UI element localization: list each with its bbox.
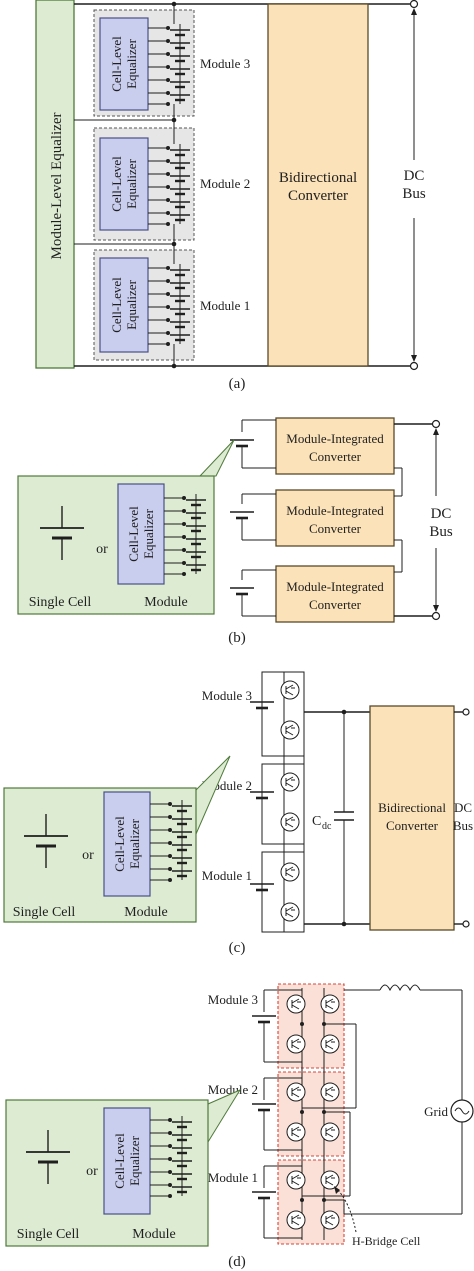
svg-text:Equalizer: Equalizer <box>141 508 156 558</box>
svg-text:Converter: Converter <box>309 449 362 464</box>
svg-text:or: or <box>82 848 94 863</box>
svg-text:Module-Integrated: Module-Integrated <box>286 579 384 594</box>
mic-box-3 <box>275 565 395 623</box>
panel-a: Module-Level Equalizer DC Bus Bidirectio… <box>35 0 426 392</box>
svg-text:Cell-Level: Cell-Level <box>109 277 124 333</box>
converter-label-2: Converter <box>288 188 348 204</box>
svg-text:Module-Integrated: Module-Integrated <box>286 431 384 446</box>
svg-text:Module 3: Module 3 <box>202 688 252 703</box>
svg-text:Cell-Level: Cell-Level <box>109 36 124 92</box>
svg-text:Cell-Level: Cell-Level <box>112 816 127 872</box>
svg-text:Converter: Converter <box>309 597 362 612</box>
module-level-equalizer-box <box>35 0 75 369</box>
svg-text:Bus: Bus <box>429 524 453 540</box>
module-2-a: Cell-Level Equalizer Module 2 <box>93 120 250 244</box>
svg-text:Cell-Level: Cell-Level <box>112 1133 127 1189</box>
svg-text:H-Bridge Cell: H-Bridge Cell <box>352 1234 421 1248</box>
dc-bus-terminal-top <box>409 0 419 9</box>
svg-text:Equalizer: Equalizer <box>124 279 139 329</box>
svg-text:Module 2: Module 2 <box>208 1082 258 1097</box>
dc-label: DC <box>404 168 425 184</box>
svg-text:Bidirectional: Bidirectional <box>378 800 446 815</box>
callout-box-b <box>17 475 215 615</box>
caption-a: (a) <box>229 376 246 392</box>
svg-text:Single Cell: Single Cell <box>17 1227 80 1242</box>
svg-text:Grid: Grid <box>424 1104 448 1119</box>
mic-box-1 <box>275 417 395 475</box>
svg-text:Module 1: Module 1 <box>208 1170 258 1185</box>
svg-text:Module: Module <box>144 595 188 610</box>
svg-text:Cell-Level: Cell-Level <box>109 156 124 212</box>
caption-b: (b) <box>228 630 246 646</box>
svg-text:Equalizer: Equalizer <box>127 818 142 868</box>
svg-text:Module 1: Module 1 <box>202 868 252 883</box>
converter-label-1: Bidirectional <box>279 170 357 186</box>
svg-text:Single Cell: Single Cell <box>13 905 76 920</box>
svg-text:Converter: Converter <box>386 818 439 833</box>
svg-text:Single Cell: Single Cell <box>29 595 92 610</box>
svg-text:Converter: Converter <box>309 521 362 536</box>
converter-box-c <box>369 705 455 931</box>
module-1-a: Cell-Level Equalizer Module 1 <box>93 244 250 366</box>
svg-text:Module-Integrated: Module-Integrated <box>286 503 384 518</box>
module-2-label: Module 2 <box>200 176 250 191</box>
caption-c: (c) <box>229 940 246 956</box>
svg-text:or: or <box>96 542 108 557</box>
panel-c: Module 3 Module 2 Module 1 C dc Bidirect… <box>3 671 473 956</box>
panel-d: Module 3 Module 2 Module 1 Grid H-Bridge… <box>5 983 474 1270</box>
svg-text:Cell-Level: Cell-Level <box>126 506 141 562</box>
callout-box-c <box>3 787 197 923</box>
module-3-a: Cell-Level Equalizer Module 3 <box>93 4 250 120</box>
svg-text:Equalizer: Equalizer <box>127 1135 142 1185</box>
module-level-equalizer-label: Module-Level Equalizer <box>49 112 65 259</box>
bus-label: Bus <box>402 186 426 202</box>
svg-text:Module 3: Module 3 <box>208 992 258 1007</box>
module-3-label: Module 3 <box>200 56 250 71</box>
mic-box-2 <box>275 489 395 547</box>
caption-d: (d) <box>228 1254 246 1270</box>
svg-text:DC: DC <box>431 506 452 522</box>
svg-text:dc: dc <box>322 821 332 832</box>
svg-text:Module: Module <box>132 1227 176 1242</box>
svg-text:Bus: Bus <box>453 818 473 833</box>
panel-b: Module-Integrated Converter Module-Integ… <box>17 417 453 646</box>
svg-text:Equalizer: Equalizer <box>124 38 139 88</box>
svg-text:Equalizer: Equalizer <box>124 158 139 208</box>
svg-text:or: or <box>86 1164 98 1179</box>
module-1-label: Module 1 <box>200 298 250 313</box>
svg-text:C: C <box>312 814 321 829</box>
inductor-icon <box>379 984 421 992</box>
svg-text:DC: DC <box>454 800 472 815</box>
dc-bus-terminal-bottom <box>409 361 419 371</box>
svg-text:Module: Module <box>124 905 168 920</box>
bidirectional-converter-box <box>267 3 369 367</box>
